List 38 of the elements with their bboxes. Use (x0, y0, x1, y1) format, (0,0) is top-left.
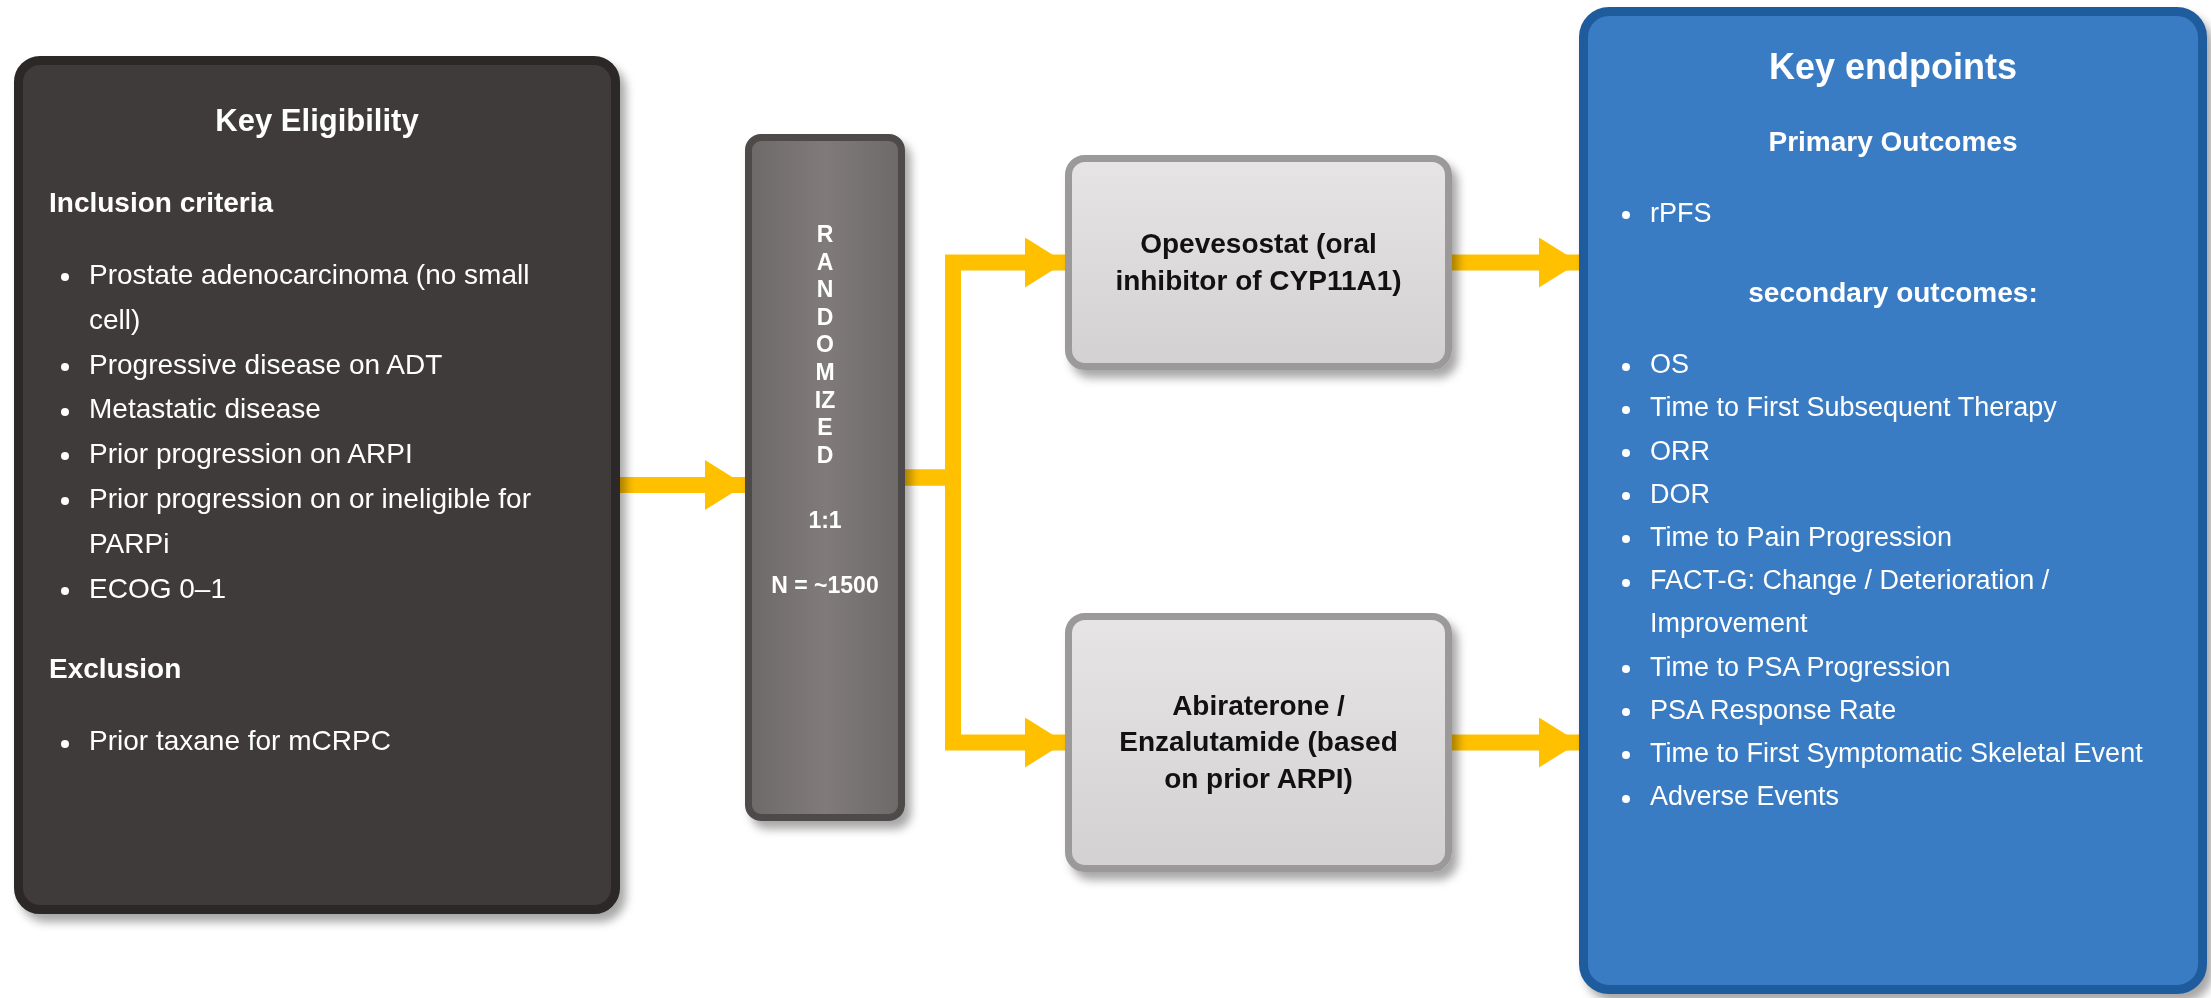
bar-label: 1:1 (808, 507, 842, 535)
arm-label: Opevesostat (oral inhibitor of CYP11A1) (1114, 227, 1403, 298)
bullet-item: Prostate adenocarcinoma (no small cell) (49, 253, 585, 343)
vertical-label: RANDOMIZED (813, 221, 837, 470)
bullet-item: Time to First Symptomatic Skeletal Event (1610, 731, 2176, 776)
bullet-item: Prior taxane for mCRPC (49, 719, 585, 765)
bullet-item: Metastatic disease (49, 387, 585, 433)
subheading: Primary Outcomes (1767, 126, 2019, 158)
eligibility-panel (14, 56, 620, 914)
heading: Key endpoints (1768, 46, 2018, 88)
bullet-item: OS (1610, 343, 2176, 387)
endpoints-panel (1579, 7, 2207, 994)
treatment-arm-box (1065, 155, 1452, 370)
subheading: Inclusion criteria (49, 187, 275, 219)
heading: Key Eligibility (214, 103, 420, 139)
arrow (905, 469, 1065, 768)
arrow (620, 460, 745, 510)
bullet-item: rPFS (1610, 192, 2176, 236)
bar-label: N = ~1500 (771, 572, 879, 600)
subheading: secondary outcomes: (1747, 277, 2039, 310)
bullet-item: Progressive disease on ADT (49, 342, 585, 388)
subheading: Exclusion (49, 653, 183, 686)
bullet-item: Time to First Subsequent Therapy (1610, 386, 2176, 430)
bullet-item: PSA Response Rate (1610, 688, 2176, 732)
arm-label: Abiraterone / Enzalutamide (based on prior ARPI) (1118, 688, 1399, 796)
bullet-item: Time to PSA Progression (1610, 645, 2176, 689)
bullet-item: DOR (1610, 472, 2176, 516)
bullet-item: Prior progression on or ineligible for PARPi (49, 477, 585, 567)
bullet-item: Prior progression on ARPI (49, 432, 585, 477)
arrow (1452, 237, 1579, 288)
arrow (1452, 717, 1579, 768)
bullet-item: ORR (1610, 429, 2176, 473)
bullet-item: Adverse Events (1610, 775, 2176, 819)
bullet-item: FACT-G: Change / Deterioration / Improvement (1610, 559, 2176, 646)
treatment-arm-box (1065, 613, 1452, 872)
randomization-bar (745, 134, 905, 821)
bullet-item: ECOG 0–1 (49, 566, 585, 612)
bullet-item: Time to Pain Progression (1610, 515, 2176, 560)
